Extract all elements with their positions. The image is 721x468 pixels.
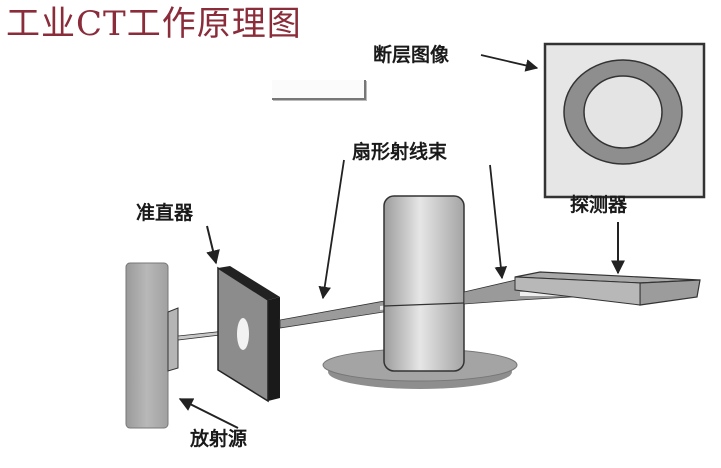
arrow-fan-beam-right — [489, 164, 508, 280]
arrow-to-tomogram — [480, 54, 539, 72]
label-detector: 探测器 — [570, 194, 628, 216]
radiation-source — [125, 262, 179, 429]
arrow-to-collimator — [206, 225, 220, 265]
label-fan-beam: 扇形射线束 — [352, 141, 448, 163]
detector — [514, 271, 701, 306]
label-tomogram: 断层图像 — [373, 44, 450, 66]
arrow-to-source — [178, 398, 239, 429]
collimator — [217, 266, 280, 403]
label-collimator: 准直器 — [136, 202, 194, 224]
diagram-title: 工业CT工作原理图 — [6, 4, 302, 44]
test-object — [383, 195, 465, 372]
tomogram-panel — [543, 42, 706, 199]
label-source: 放射源 — [190, 428, 248, 450]
arrow-fan-beam-left — [318, 159, 345, 300]
faded-placeholder-box — [272, 80, 366, 100]
